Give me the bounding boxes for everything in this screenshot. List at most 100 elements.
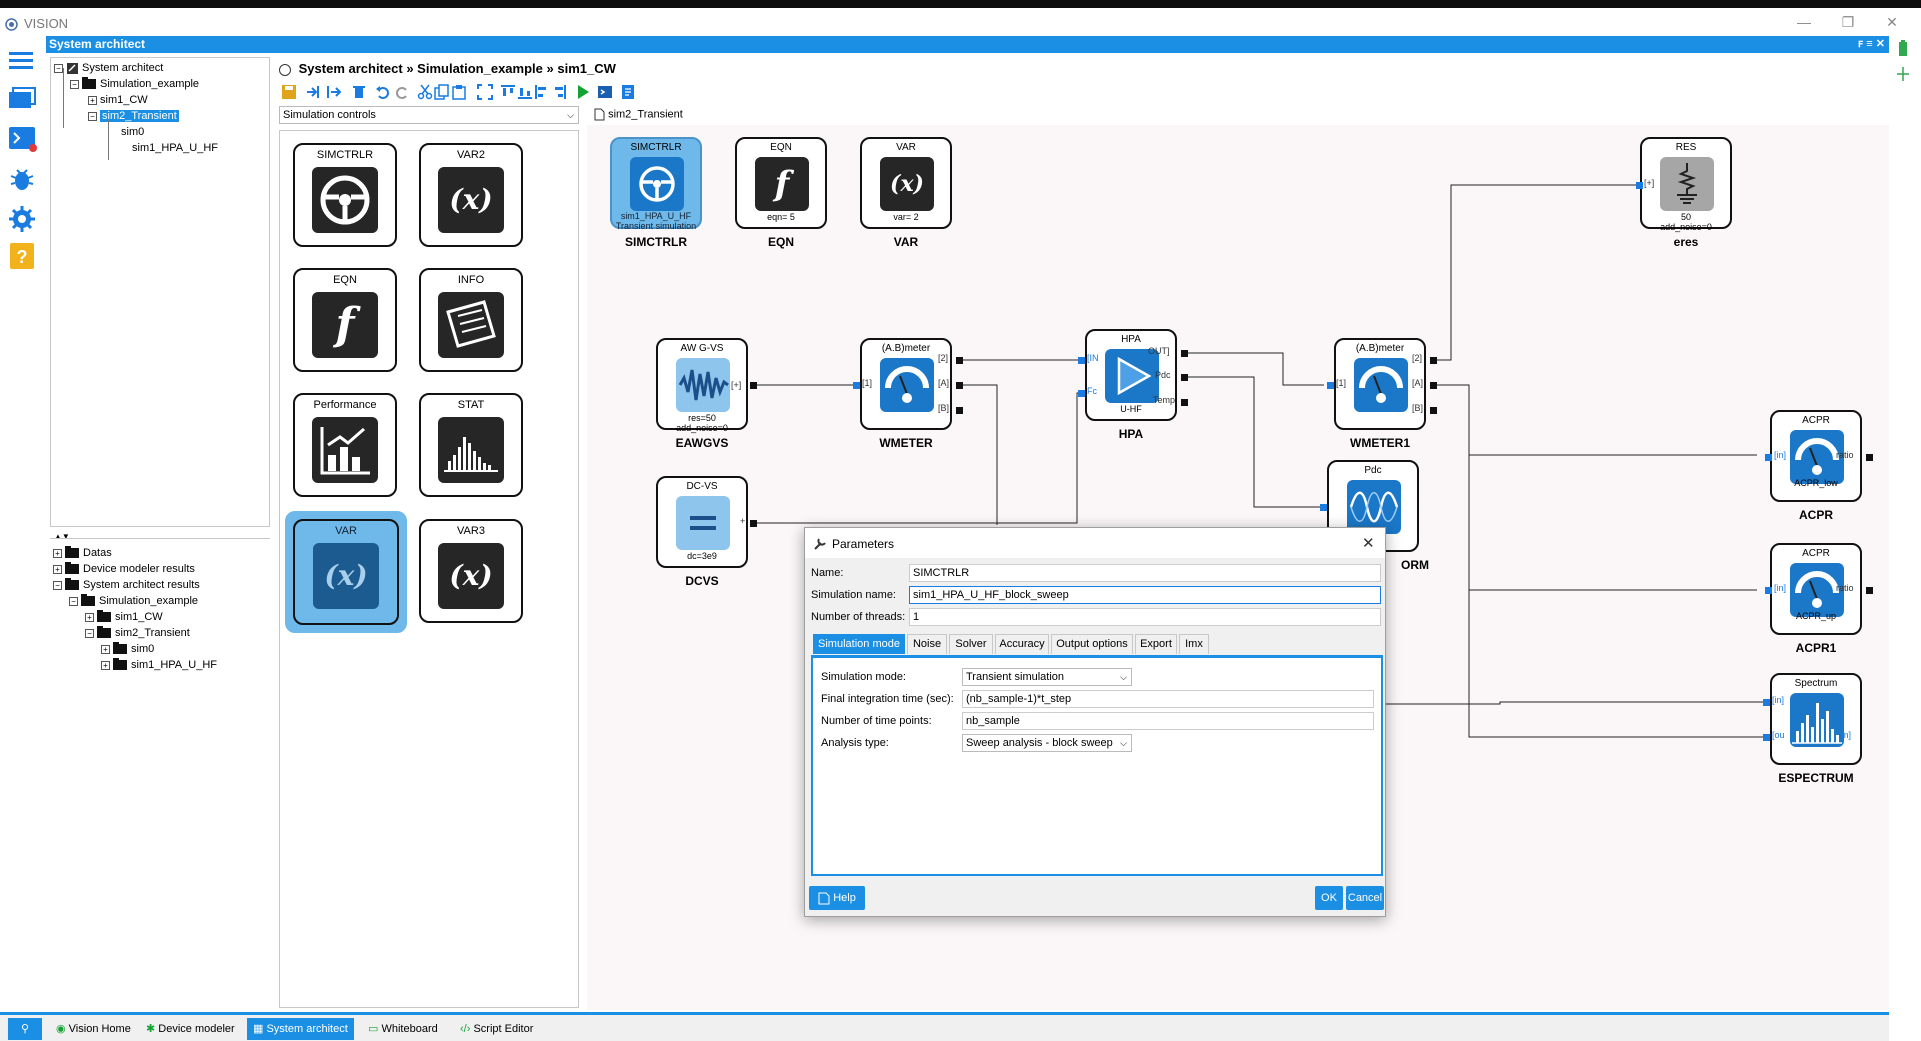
pdc-port-in[interactable] [1320,504,1327,511]
folders-icon[interactable] [7,84,37,114]
palette-item-simctrlr[interactable]: SIMCTRLR [293,143,397,247]
acpr-port-in[interactable] [1765,454,1772,461]
tree-collapse-arrows[interactable]: ▲▼ [54,532,70,541]
save-icon[interactable] [281,84,297,100]
wmeter-port-a[interactable] [956,382,963,389]
import-icon[interactable] [305,84,321,100]
wmeter-port-in[interactable] [853,382,860,389]
tab-script-editor[interactable]: ‹/› Script Editor [460,1023,534,1035]
wmeter1-port-in[interactable] [1327,382,1334,389]
name-field[interactable]: SIMCTRLR [909,564,1381,582]
threads-field[interactable]: 1 [909,608,1381,626]
breadcrumb-item[interactable]: System architect [298,61,403,76]
copy-icon[interactable] [434,84,450,100]
wmeter-port-2[interactable] [956,357,963,364]
console-icon[interactable] [597,84,613,100]
res-port[interactable] [1636,182,1643,189]
dialog-close-button[interactable]: ✕ [1362,535,1375,552]
breadcrumb-item[interactable]: Simulation_example [417,61,543,76]
align-top-icon[interactable] [500,84,516,100]
block-var[interactable]: VAR (x) var= 2 [860,137,952,229]
tree-node-results-sim1-hpa[interactable]: +sim1_HPA_U_HF [101,658,217,672]
tab-whiteboard[interactable]: ▭ Whiteboard [368,1023,438,1035]
simulation-name-field[interactable]: sim1_HPA_U_HF_block_sweep [909,586,1381,604]
hpa-port-in[interactable] [1078,357,1085,364]
time-points-field[interactable]: nb_sample [962,712,1374,730]
palette-item-performance[interactable]: Performance [293,393,397,497]
document-tab[interactable]: sim2_Transient [594,108,683,121]
tab-system-architect[interactable]: ▦ System architect [247,1018,354,1040]
tree-node-project[interactable]: −Simulation_example [70,77,199,91]
tab-export[interactable]: Export [1135,634,1177,654]
hpa-port-pdc[interactable] [1181,374,1188,381]
align-left-icon[interactable] [534,84,550,100]
fit-view-icon[interactable] [477,84,493,100]
simulation-controls-dropdown[interactable]: Simulation controls ⌵ [279,106,579,124]
final-time-field[interactable]: (nb_sample-1)*t_step [962,690,1374,708]
pin-icon[interactable] [1895,66,1911,82]
analysis-type-select[interactable]: Sweep analysis - block sweep⌵ [962,734,1132,752]
block-acpr1[interactable]: ACPR ACPR_up [1770,543,1862,635]
awgvs-port-out[interactable] [750,382,757,389]
breadcrumb-home-icon[interactable] [279,63,291,76]
debug-bug-icon[interactable] [7,164,37,194]
palette-item-var3[interactable]: VAR3 (x) [419,519,523,623]
run-simulation-icon[interactable] [575,84,591,100]
align-bottom-icon[interactable] [517,84,533,100]
wmeter1-port-a[interactable] [1430,382,1437,389]
palette-item-var2[interactable]: VAR2 (x) [419,143,523,247]
breadcrumb-item[interactable]: sim1_CW [557,61,616,76]
tab-noise[interactable]: Noise [907,634,947,654]
settings-gear-icon[interactable] [7,204,37,234]
tree-node-datas[interactable]: +Datas [53,546,112,560]
tree-node-sim1-cw[interactable]: +sim1_CW [88,93,148,107]
help-icon[interactable]: ? [7,241,37,271]
block-espectrum[interactable]: Spectrum [1770,673,1862,765]
tab-vision-home[interactable]: ◉ Vision Home [56,1023,131,1035]
paste-icon[interactable] [451,84,467,100]
block-simctrlr[interactable]: SIMCTRLR sim1_HPA_U_HF Transient simulat… [610,137,702,231]
espectrum-port-out[interactable] [1763,734,1770,741]
palette-item-eqn[interactable]: EQN f [293,268,397,372]
hpa-port-temp[interactable] [1181,399,1188,406]
block-eqn[interactable]: EQN f eqn= 5 [735,137,827,229]
pin-icon[interactable]: ⚲ [8,1018,42,1040]
close-window-button[interactable]: ✕ [1886,14,1898,30]
tree-node-results-sim1-cw[interactable]: +sim1_CW [85,610,163,624]
wmeter-port-b[interactable] [956,407,963,414]
espectrum-port-in[interactable] [1763,699,1770,706]
block-hpa[interactable]: HPA U-HF [1085,329,1177,421]
palette-item-stat[interactable]: STAT [419,393,523,497]
cancel-button[interactable]: Cancel [1346,886,1384,910]
align-right-icon[interactable] [551,84,567,100]
help-button[interactable]: Help [809,886,865,910]
terminal-icon[interactable] [7,124,37,154]
tab-simulation-mode[interactable]: Simulation mode [813,634,905,654]
wmeter1-port-b[interactable] [1430,407,1437,414]
tab-imx[interactable]: Imx [1179,634,1209,654]
hpa-port-out[interactable] [1181,350,1188,357]
acpr1-port-in[interactable] [1765,587,1772,594]
block-awgvs[interactable]: AW G-VS res=50 add_noise=0 [656,338,748,433]
palette-item-var[interactable]: VAR (x) [285,511,407,633]
undo-icon[interactable] [375,84,391,100]
tree-node-sim2-transient[interactable]: −sim2_Transient [88,109,179,123]
tab-solver[interactable]: Solver [949,634,993,654]
block-wmeter[interactable]: (A.B)meter [860,338,952,430]
report-icon[interactable] [620,84,636,100]
tree-node-sim0[interactable]: sim0 [121,126,145,138]
cut-icon[interactable] [417,84,433,100]
simulation-mode-select[interactable]: Transient simulation⌵ [962,668,1132,686]
tab-device-modeler[interactable]: ✱ Device modeler [146,1023,235,1035]
dcvs-port-out[interactable] [750,520,757,527]
block-wmeter1[interactable]: (A.B)meter [1334,338,1426,430]
header-window-controls[interactable]: ꜰ ≡ ✕ [1857,38,1885,50]
tree-node-results-project[interactable]: −Simulation_example [69,594,198,608]
palette-item-info[interactable]: INFO [419,268,523,372]
delete-icon[interactable] [351,84,367,100]
acpr-port-out[interactable] [1866,454,1873,461]
minimize-button[interactable]: — [1797,14,1811,30]
tree-node-results-sim0[interactable]: +sim0 [101,642,154,656]
tree-node-system-architect-results[interactable]: −System architect results [53,578,200,592]
menu-icon[interactable] [7,46,37,76]
